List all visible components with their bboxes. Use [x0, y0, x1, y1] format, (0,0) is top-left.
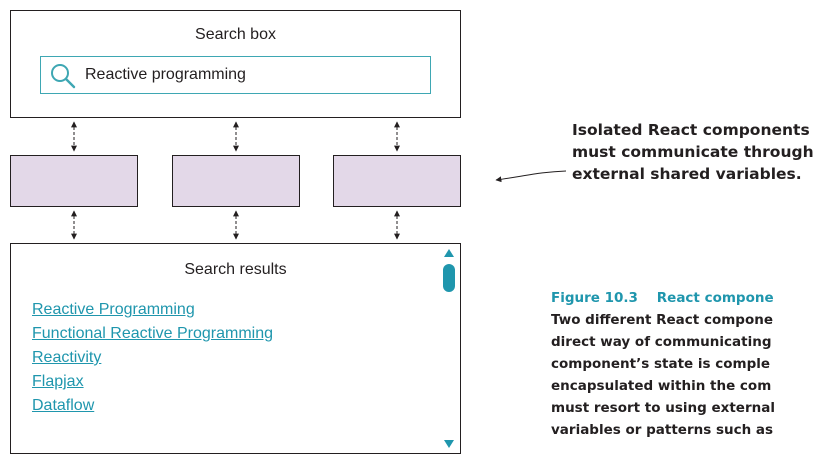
list-item: Reactive Programming — [32, 298, 273, 322]
figure-title: React compone — [656, 290, 774, 306]
caption-line: variables or patterns such as — [551, 422, 774, 438]
search-results-panel: Search results Reactive Programming Func… — [10, 243, 461, 454]
scrollbar[interactable] — [443, 248, 455, 449]
search-input[interactable]: Reactive programming — [40, 56, 431, 94]
caption-line: Two different React compone — [551, 312, 773, 328]
list-item: Reactivity — [32, 346, 273, 370]
caption-line: must resort to using external — [551, 400, 775, 416]
figure-number: Figure 10.3 — [551, 290, 638, 306]
react-component-1 — [10, 155, 138, 207]
search-query: Reactive programming — [85, 66, 246, 83]
search-box-title: Search box — [195, 26, 276, 43]
figure-caption: Figure 10.3 React compone Two different … — [551, 287, 775, 441]
react-component-2 — [172, 155, 300, 207]
react-component-3 — [333, 155, 461, 207]
annotation-text: Isolated React components must communica… — [572, 121, 814, 183]
result-link[interactable]: Reactive Programming — [32, 301, 195, 318]
caption-line: encapsulated within the com — [551, 378, 772, 394]
results-list: Reactive Programming Functional Reactive… — [32, 298, 273, 418]
search-box-panel: Search box Reactive programming — [10, 10, 461, 118]
search-icon[interactable] — [50, 63, 76, 89]
result-link[interactable]: Functional Reactive Programming — [32, 325, 273, 342]
annotation-callout-arrow — [495, 170, 567, 183]
list-item: Flapjax — [32, 370, 273, 394]
result-link[interactable]: Dataflow — [32, 397, 95, 414]
scroll-down-icon[interactable] — [443, 439, 455, 449]
scroll-up-icon[interactable] — [443, 248, 455, 258]
search-results-title: Search results — [184, 261, 287, 278]
list-item: Dataflow — [32, 394, 273, 418]
scrollbar-thumb[interactable] — [443, 264, 455, 292]
result-link[interactable]: Flapjax — [32, 373, 84, 390]
caption-line: direct way of communicating — [551, 334, 772, 350]
list-item: Functional Reactive Programming — [32, 322, 273, 346]
caption-line: component’s state is comple — [551, 356, 771, 372]
result-link[interactable]: Reactivity — [32, 349, 102, 366]
